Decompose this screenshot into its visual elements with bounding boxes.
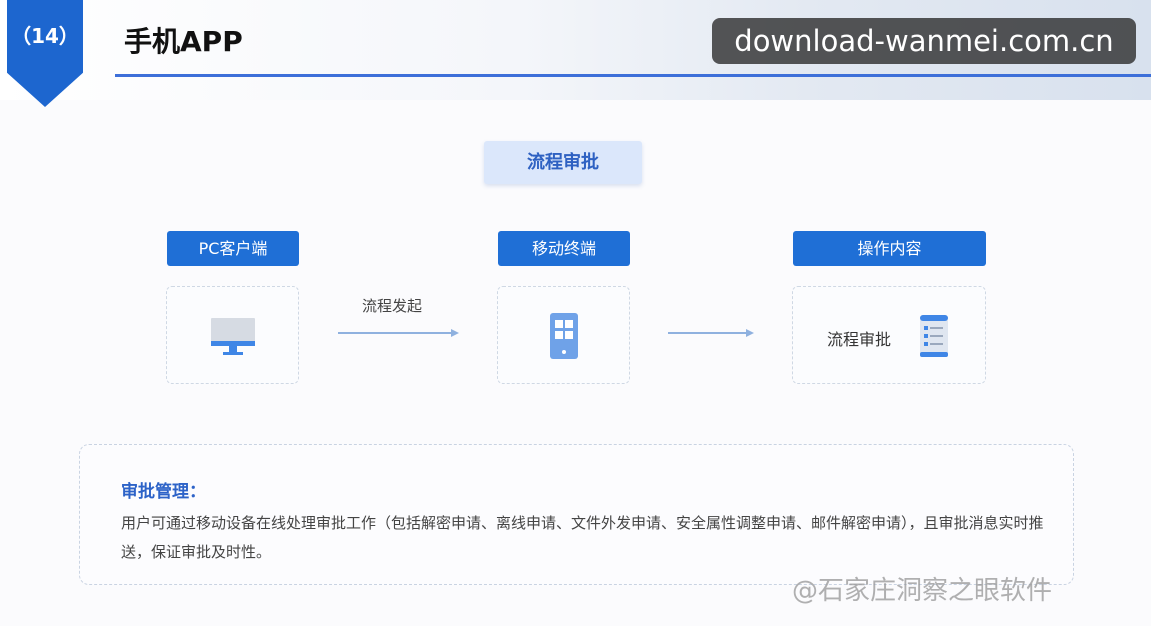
column-label-operation: 操作内容	[793, 231, 986, 266]
info-box	[79, 444, 1074, 585]
footer-watermark: @石家庄洞察之眼软件	[792, 576, 1053, 606]
mobile-terminal-card	[497, 286, 630, 384]
arrow-head-icon	[746, 329, 754, 337]
operation-card: 流程审批	[792, 286, 986, 384]
section-number: （14）	[11, 24, 79, 48]
column-label-mobile-terminal: 移动终端	[498, 231, 630, 266]
arrow-pc-to-mobile	[338, 332, 452, 334]
section-title: 流程审批	[484, 141, 642, 184]
header-divider	[115, 74, 1151, 77]
page-title: 手机APP	[124, 25, 243, 58]
info-title: 审批管理：	[121, 482, 206, 502]
checklist-icon	[919, 314, 949, 358]
site-watermark: download-wanmei.com.cn	[712, 18, 1136, 64]
info-body: 用户可通过移动设备在线处理审批工作（包括解密申请、离线申请、文件外发申请、安全属…	[121, 514, 1044, 561]
column-label-pc-client: PC客户端	[167, 231, 299, 266]
operation-text: 流程审批	[827, 330, 892, 349]
arrow-label-initiate: 流程发起	[362, 297, 423, 315]
pc-client-card	[166, 286, 299, 384]
monitor-icon	[209, 316, 257, 358]
arrow-mobile-to-operation	[668, 332, 747, 334]
tablet-icon	[549, 312, 579, 360]
arrow-head-icon	[451, 329, 459, 337]
